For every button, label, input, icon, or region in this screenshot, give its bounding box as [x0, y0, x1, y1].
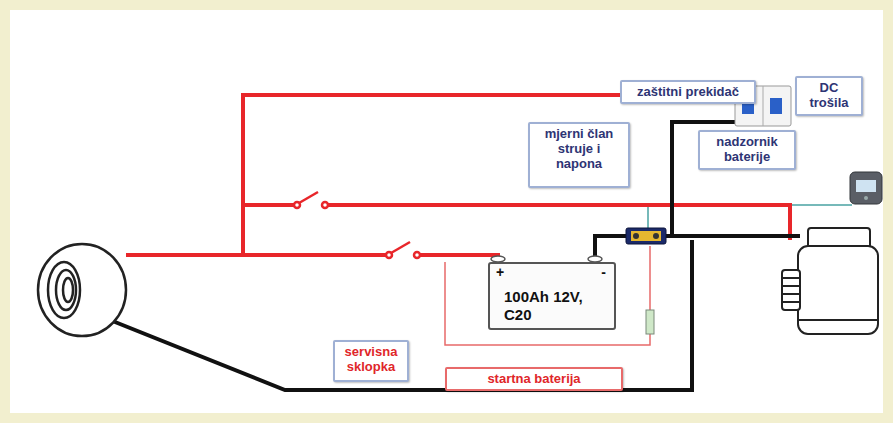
- terminal-sign: -: [601, 265, 606, 279]
- battery-box: + -100Ah 12V, C20: [488, 262, 616, 330]
- component-label: servisna sklopka: [333, 340, 409, 382]
- negative-wires: [110, 122, 800, 390]
- fuse-symbol: [646, 310, 654, 334]
- label-text: startna baterija: [452, 371, 616, 386]
- battery-rating: 100Ah 12V, C20: [504, 288, 600, 324]
- label-text: zaštitni prekidač: [627, 84, 749, 99]
- terminal-sign: +: [496, 265, 504, 279]
- label-text: nadzornik baterije: [705, 134, 789, 164]
- label-text: DC trošila: [802, 80, 856, 110]
- monitor-cable: [648, 205, 852, 228]
- label-text: mjerni član struje i napona: [535, 126, 623, 171]
- component-label: DC trošila: [795, 76, 863, 116]
- component-label: startna baterija: [445, 367, 623, 391]
- switch-symbol: [294, 192, 420, 258]
- shunt: [626, 228, 666, 244]
- component-label: nadzornik baterije: [698, 130, 796, 170]
- alternator: [38, 244, 126, 336]
- component-label: mjerni član struje i napona: [528, 122, 630, 188]
- starter-motor: [782, 228, 878, 334]
- battery-monitor-device: [850, 172, 882, 204]
- sense-wire: [445, 246, 650, 345]
- panel: [10, 10, 883, 413]
- shunt-bar: [631, 231, 661, 241]
- label-text: servisna sklopka: [340, 344, 402, 374]
- component-label: zaštitni prekidač: [620, 80, 756, 104]
